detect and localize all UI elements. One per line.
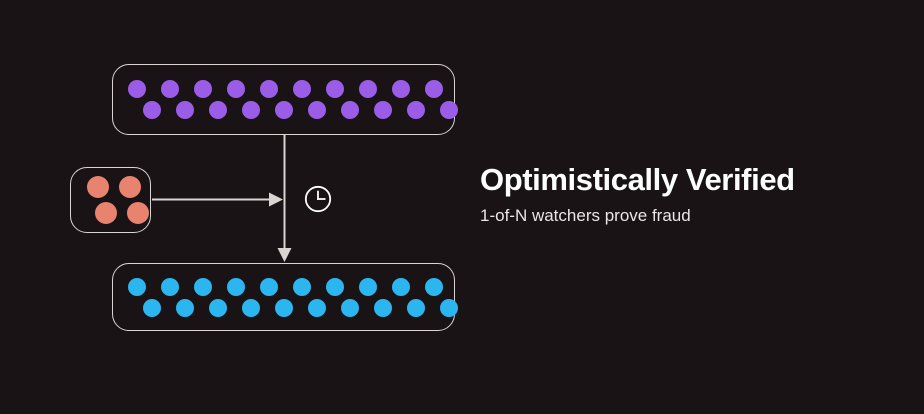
watcher-dot-row-top — [71, 176, 150, 198]
result-dot — [341, 298, 359, 317]
page-subtitle: 1-of-N watchers prove fraud — [480, 205, 691, 225]
result-dot — [326, 277, 344, 296]
validator-dot — [194, 80, 212, 98]
result-dot — [176, 298, 194, 317]
result-dot — [308, 298, 326, 317]
validator-dot — [440, 101, 458, 119]
page-title: Optimistically Verified — [480, 162, 795, 197]
result-dot — [161, 277, 179, 296]
validator-dot — [308, 101, 326, 119]
result-dot — [425, 277, 443, 296]
watcher-dot — [95, 202, 117, 224]
validator-dot-row-bottom — [113, 101, 458, 119]
validator-to-result-arrowhead — [277, 248, 292, 262]
validator-dot — [161, 80, 179, 98]
result-dot — [128, 277, 146, 296]
validator-dot — [374, 101, 392, 119]
validator-dot — [341, 101, 359, 119]
watcher-dot-grid — [71, 168, 150, 232]
validator-dot — [293, 80, 311, 98]
result-dot-row-top — [113, 277, 454, 296]
validator-dot-row-top — [113, 80, 454, 98]
result-dot — [407, 298, 425, 317]
result-dot — [293, 277, 311, 296]
result-dot — [227, 277, 245, 296]
validator-dot-grid — [113, 65, 458, 134]
watchers-box — [70, 167, 151, 233]
clock-icon — [304, 185, 332, 213]
validator-dot — [407, 101, 425, 119]
watcher-dot — [87, 176, 109, 198]
result-dot — [359, 277, 377, 296]
validator-dot — [275, 101, 293, 119]
validator-dot — [209, 101, 227, 119]
validator-dot — [128, 80, 146, 98]
verified-output-box — [112, 263, 458, 331]
result-dot — [242, 298, 260, 317]
validator-dot — [359, 80, 377, 98]
result-dot-grid — [113, 264, 458, 330]
validator-dot — [392, 80, 410, 98]
watcher-to-flow-arrowhead — [269, 192, 283, 207]
validator-dot — [242, 101, 260, 119]
result-dot — [209, 298, 227, 317]
text-block: Optimistically Verified 1-of-N watchers … — [480, 162, 890, 227]
result-dot — [260, 277, 278, 296]
validator-dot — [227, 80, 245, 98]
result-dot — [143, 298, 161, 317]
result-dot — [275, 298, 293, 317]
watcher-dot-row-bottom — [71, 202, 150, 224]
validator-set-box — [112, 64, 458, 135]
result-dot — [374, 298, 392, 317]
validator-dot — [143, 101, 161, 119]
watcher-dot — [127, 202, 149, 224]
validator-dot — [425, 80, 443, 98]
result-dot-row-bottom — [113, 298, 458, 317]
result-dot — [440, 298, 458, 317]
result-dot — [194, 277, 212, 296]
result-dot — [392, 277, 410, 296]
validator-dot — [260, 80, 278, 98]
validator-dot — [176, 101, 194, 119]
validator-dot — [326, 80, 344, 98]
watcher-dot — [119, 176, 141, 198]
